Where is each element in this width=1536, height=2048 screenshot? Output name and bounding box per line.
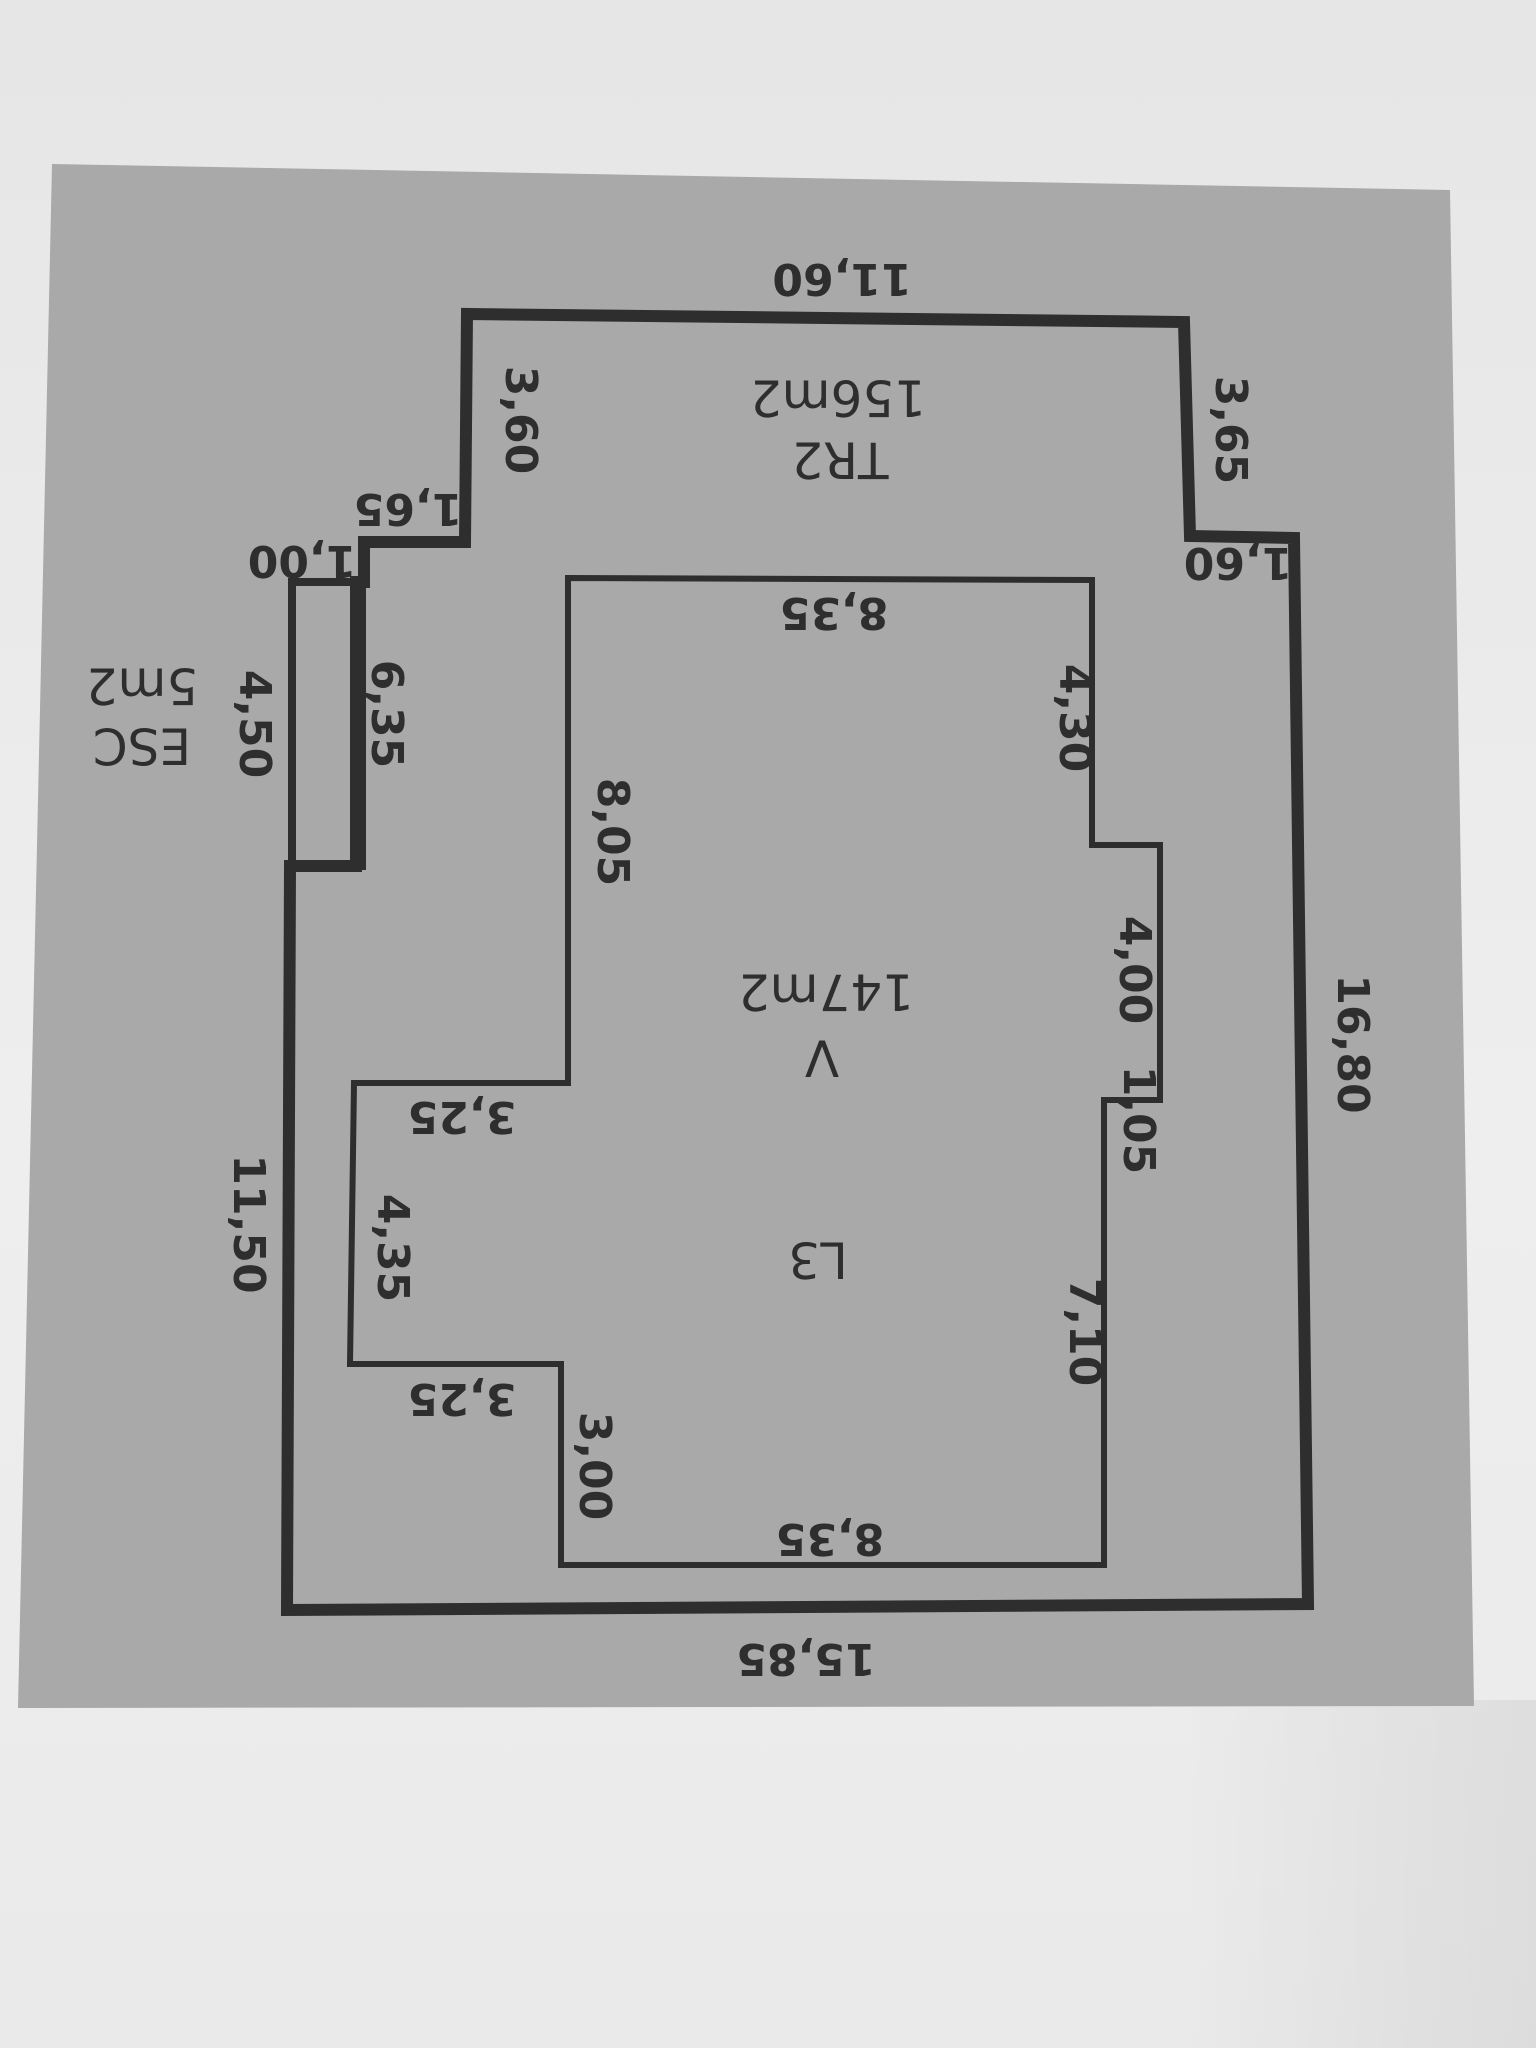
void-area: 147m2 [738, 963, 914, 1021]
plan-panel [18, 164, 1474, 1708]
stairs-name: ESC [93, 717, 191, 775]
inner-left-upper-dim: 8,05 [587, 778, 638, 887]
outer-top-dim: 11,60 [772, 253, 911, 304]
inner-right-step-dim: 1,05 [1113, 1066, 1164, 1175]
stair-width-dim: 4,50 [229, 670, 280, 779]
inner-bottom-dim: 8,35 [776, 1513, 885, 1564]
inner-notch-bottom-dim: 3,25 [408, 1373, 517, 1424]
inner-notch-side-dim: 4,35 [367, 1194, 418, 1303]
outer-top-left-side-dim: 3,60 [495, 366, 546, 475]
inner-left-lower-dim: 3,00 [569, 1412, 620, 1521]
stairs-area: 5m2 [86, 657, 198, 715]
outer-top-left-step-dim: 1,65 [354, 483, 463, 534]
inner-top-dim: 8,35 [780, 587, 889, 638]
lot-name: L3 [788, 1231, 848, 1289]
void-name: V [805, 1029, 839, 1087]
outer-top-right-step-dim: 1,60 [1184, 537, 1293, 588]
stair-side-dim: 6,35 [361, 660, 412, 769]
outer-left-dim: 11,50 [223, 1154, 274, 1293]
inner-void-outline [346, 574, 1163, 1568]
outer-right-dim: 16,80 [1327, 974, 1378, 1113]
inner-right-middle-dim: 4,00 [1109, 916, 1160, 1025]
outer-top-right-side-dim: 3,65 [1205, 376, 1256, 485]
terrace-area: 156m2 [750, 369, 926, 427]
stair-block [288, 578, 366, 870]
stair-step-dim: 1,00 [248, 535, 357, 586]
inner-right-upper-dim: 4,30 [1049, 664, 1100, 773]
inner-notch-top-dim: 3,25 [408, 1091, 517, 1142]
outer-bottom-dim: 15,85 [736, 1633, 875, 1684]
sheet-shadow [1180, 1700, 1536, 2048]
inner-right-lower-dim: 7,10 [1059, 1278, 1110, 1387]
terrace-name: TR2 [791, 431, 889, 489]
